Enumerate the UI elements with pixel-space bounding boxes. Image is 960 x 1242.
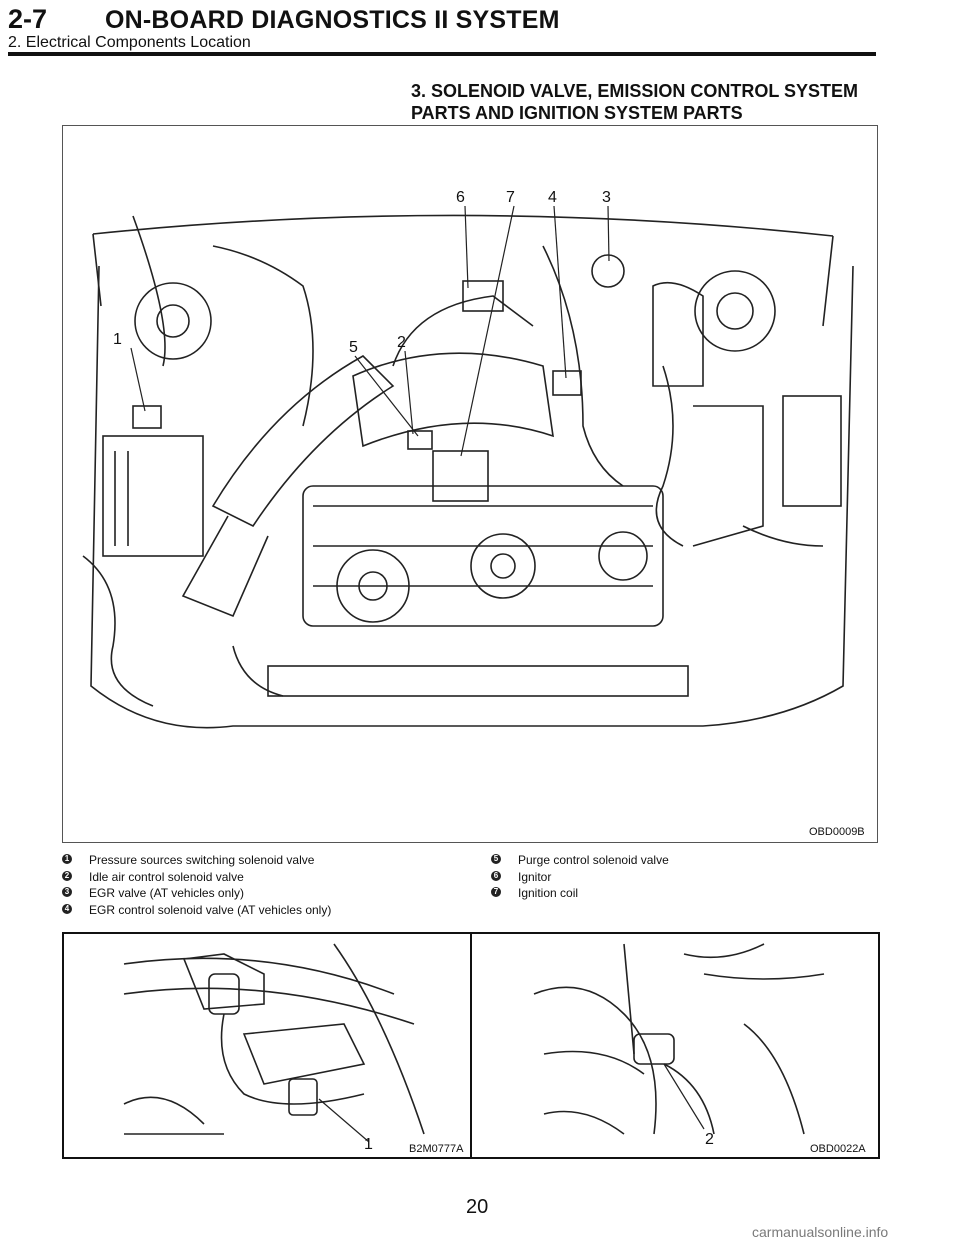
- detail-right-callout: 2: [705, 1131, 714, 1148]
- section-heading-line-1: 3. SOLENOID VALVE, EMISSION CONTROL SYST…: [411, 81, 859, 101]
- figure-divider: [470, 932, 472, 1159]
- legend-number: 6: [491, 870, 501, 881]
- callout-3: 3: [602, 189, 611, 206]
- legend-label: Ignitor: [518, 869, 552, 884]
- callout-7: 7: [506, 189, 515, 206]
- detail-right-drawing: [533, 943, 825, 1135]
- document-title: ON-BOARD DIAGNOSTICS II SYSTEM: [105, 6, 560, 34]
- legend-label: EGR valve (AT vehicles only): [89, 886, 244, 900]
- callout-1: 1: [113, 331, 122, 348]
- legend-number: 3: [62, 887, 72, 897]
- legend-label: Purge control solenoid valve: [518, 853, 669, 867]
- watermark: carmanualsonline.info: [752, 1224, 889, 1240]
- legend-number: 5: [491, 854, 501, 864]
- header-rule: [8, 52, 876, 56]
- detail-left-drawing: [123, 943, 425, 1135]
- section-heading: 3. SOLENOID VALVE, EMISSION CONTROL SYST…: [411, 80, 858, 124]
- legend-label: Ignition coil: [518, 886, 579, 900]
- section-number: 2-7: [8, 4, 48, 34]
- legend-number: 7: [491, 887, 501, 897]
- callout-6: 6: [456, 189, 465, 206]
- figure-code-bottom-left: B2M0777A: [409, 1143, 464, 1155]
- document-subtitle: 2. Electrical Components Location: [8, 34, 251, 51]
- legend-label: Idle air control solenoid valve: [89, 869, 244, 884]
- figure-code-main: OBD0009B: [809, 826, 865, 838]
- engine-bay-figure: 6 7 4 3 1 5 2: [62, 125, 878, 843]
- legend-number: 2: [62, 870, 72, 881]
- section-heading-line-2: PARTS AND IGNITION SYSTEM PARTS: [411, 103, 743, 123]
- legend-right: 5 Purge control solenoid valve 6 Ignitor…: [491, 852, 871, 907]
- detail-illustrations: 1 2: [123, 943, 825, 1153]
- detail-left-callout: 1: [364, 1136, 373, 1153]
- callout-4: 4: [548, 189, 557, 206]
- engine-bay-illustration: 6 7 4 3 1 5 2: [82, 189, 854, 729]
- legend-number: 4: [62, 903, 72, 914]
- legend-number: 1: [62, 854, 72, 864]
- legend-left: 1 Pressure sources switching solenoid va…: [62, 852, 462, 922]
- figure-code-bottom-right: OBD0022A: [810, 1143, 866, 1155]
- legend-label: Pressure sources switching solenoid valv…: [89, 853, 315, 867]
- callout-2: 2: [397, 334, 406, 351]
- callout-5: 5: [349, 339, 358, 356]
- page-number: 20: [466, 1196, 489, 1218]
- legend-label: EGR control solenoid valve (AT vehicles …: [89, 902, 332, 917]
